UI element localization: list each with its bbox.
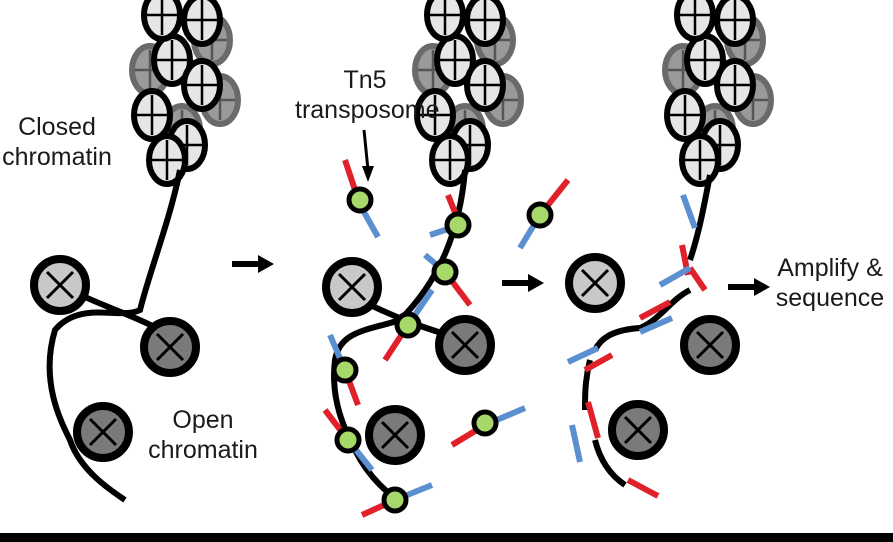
nucleosome-icon [77,406,129,458]
tn5-transposome-icon [423,252,473,307]
amplify-sequence-label: Amplify & sequence [768,253,892,313]
closed-label-line1: Closed [18,113,96,141]
tn5-transposome-icon [429,193,469,236]
tn5-transposome-label: Tn5 transposome [295,65,440,125]
nucleosome-icon [369,409,421,461]
nucleosome-icon [684,319,736,371]
closed-chromatin-cluster-1 [132,0,238,184]
right-arrow-icon [232,255,274,273]
tn5-transposome-icon [327,333,361,407]
tn5-label-line1: Tn5 [343,66,387,94]
tn5-transposome-icon [450,405,527,448]
nucleosome-icon [34,259,86,311]
tn5-transposome-icon [517,178,571,250]
tn5-label-line2: transposome [295,96,440,124]
tn5-transposome-icon [360,482,434,518]
nucleosome-icon [326,261,378,313]
nucleosome-icon [612,404,664,456]
closed-label-line2: chromatin [2,143,112,171]
bottom-border [0,533,893,542]
dna-strand-3a [687,174,713,261]
adapter-fragments [566,193,708,499]
amplify-label-line1: Amplify & [777,254,883,282]
nucleosome-icon [144,321,196,373]
closed-chromatin-cluster-3 [665,0,771,184]
nucleosome-icon [569,257,621,309]
amplify-label-line2: sequence [775,284,885,312]
tn5-transposome-icon [322,408,375,472]
nucleosome-icon [439,319,491,371]
open-label-line2: chromatin [148,436,258,464]
dna-strand-1 [46,169,183,503]
open-chromatin-label: Open chromatin [138,405,268,465]
tn5-transposome-icon [342,159,381,239]
closed-chromatin-label: Closed chromatin [0,112,116,172]
open-label-line1: Open [172,406,234,434]
tn5-transposome-icon [382,288,435,362]
right-arrow-icon [502,274,544,292]
right-arrow-icon [728,278,770,296]
tn5-pointer-arrow [362,129,370,171]
